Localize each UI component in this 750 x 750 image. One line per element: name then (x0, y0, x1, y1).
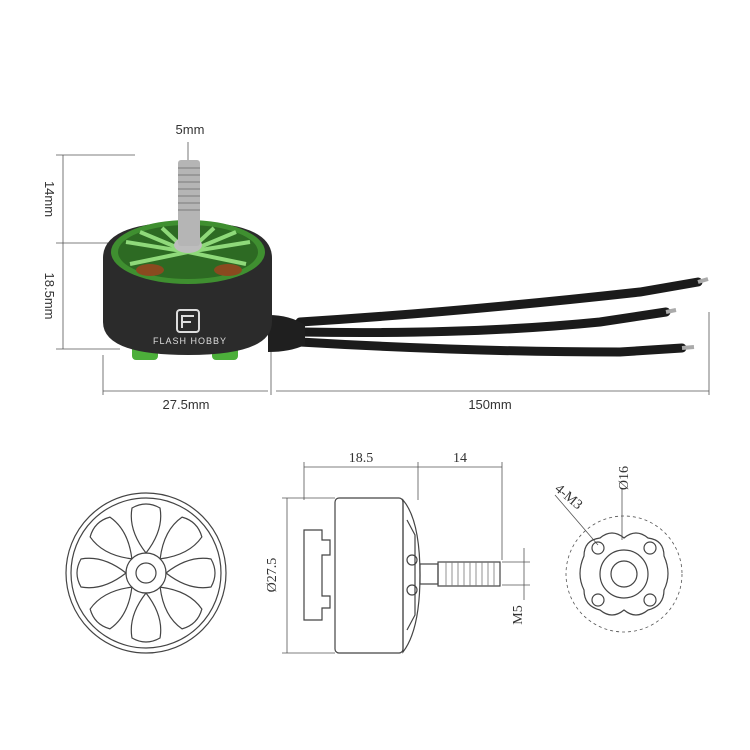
brand-logo-icon (176, 309, 200, 333)
bell-top-view-drawing (65, 492, 227, 654)
dim-motor-height: 18.5mm (42, 273, 57, 320)
side-dim-shaft-thread: M5 (511, 605, 526, 624)
lead-wires (268, 277, 709, 357)
brand-name: FLASH HOBBY (153, 336, 227, 346)
motor-photo: FLASH HOBBY 5mm 14mm 18.5mm 27.5mm 150mm (42, 122, 710, 412)
mount-base-drawing: 4-M3 Ø16 (552, 466, 683, 633)
motor-shaft (178, 160, 200, 246)
dim-shaft-length: 14mm (42, 181, 57, 217)
dim-motor-diameter: 27.5mm (163, 397, 210, 412)
side-dim-shaft-length: 14 (453, 451, 467, 466)
side-view-drawing: 18.5 14 Ø27.5 M5 (265, 451, 530, 654)
dim-lead-length: 150mm (468, 397, 511, 412)
mount-bolt-circle: Ø16 (617, 466, 632, 490)
side-dim-height: 18.5 (349, 451, 374, 466)
dim-shaft-diameter: 5mm (176, 122, 205, 137)
side-dim-diameter: Ø27.5 (265, 558, 280, 593)
